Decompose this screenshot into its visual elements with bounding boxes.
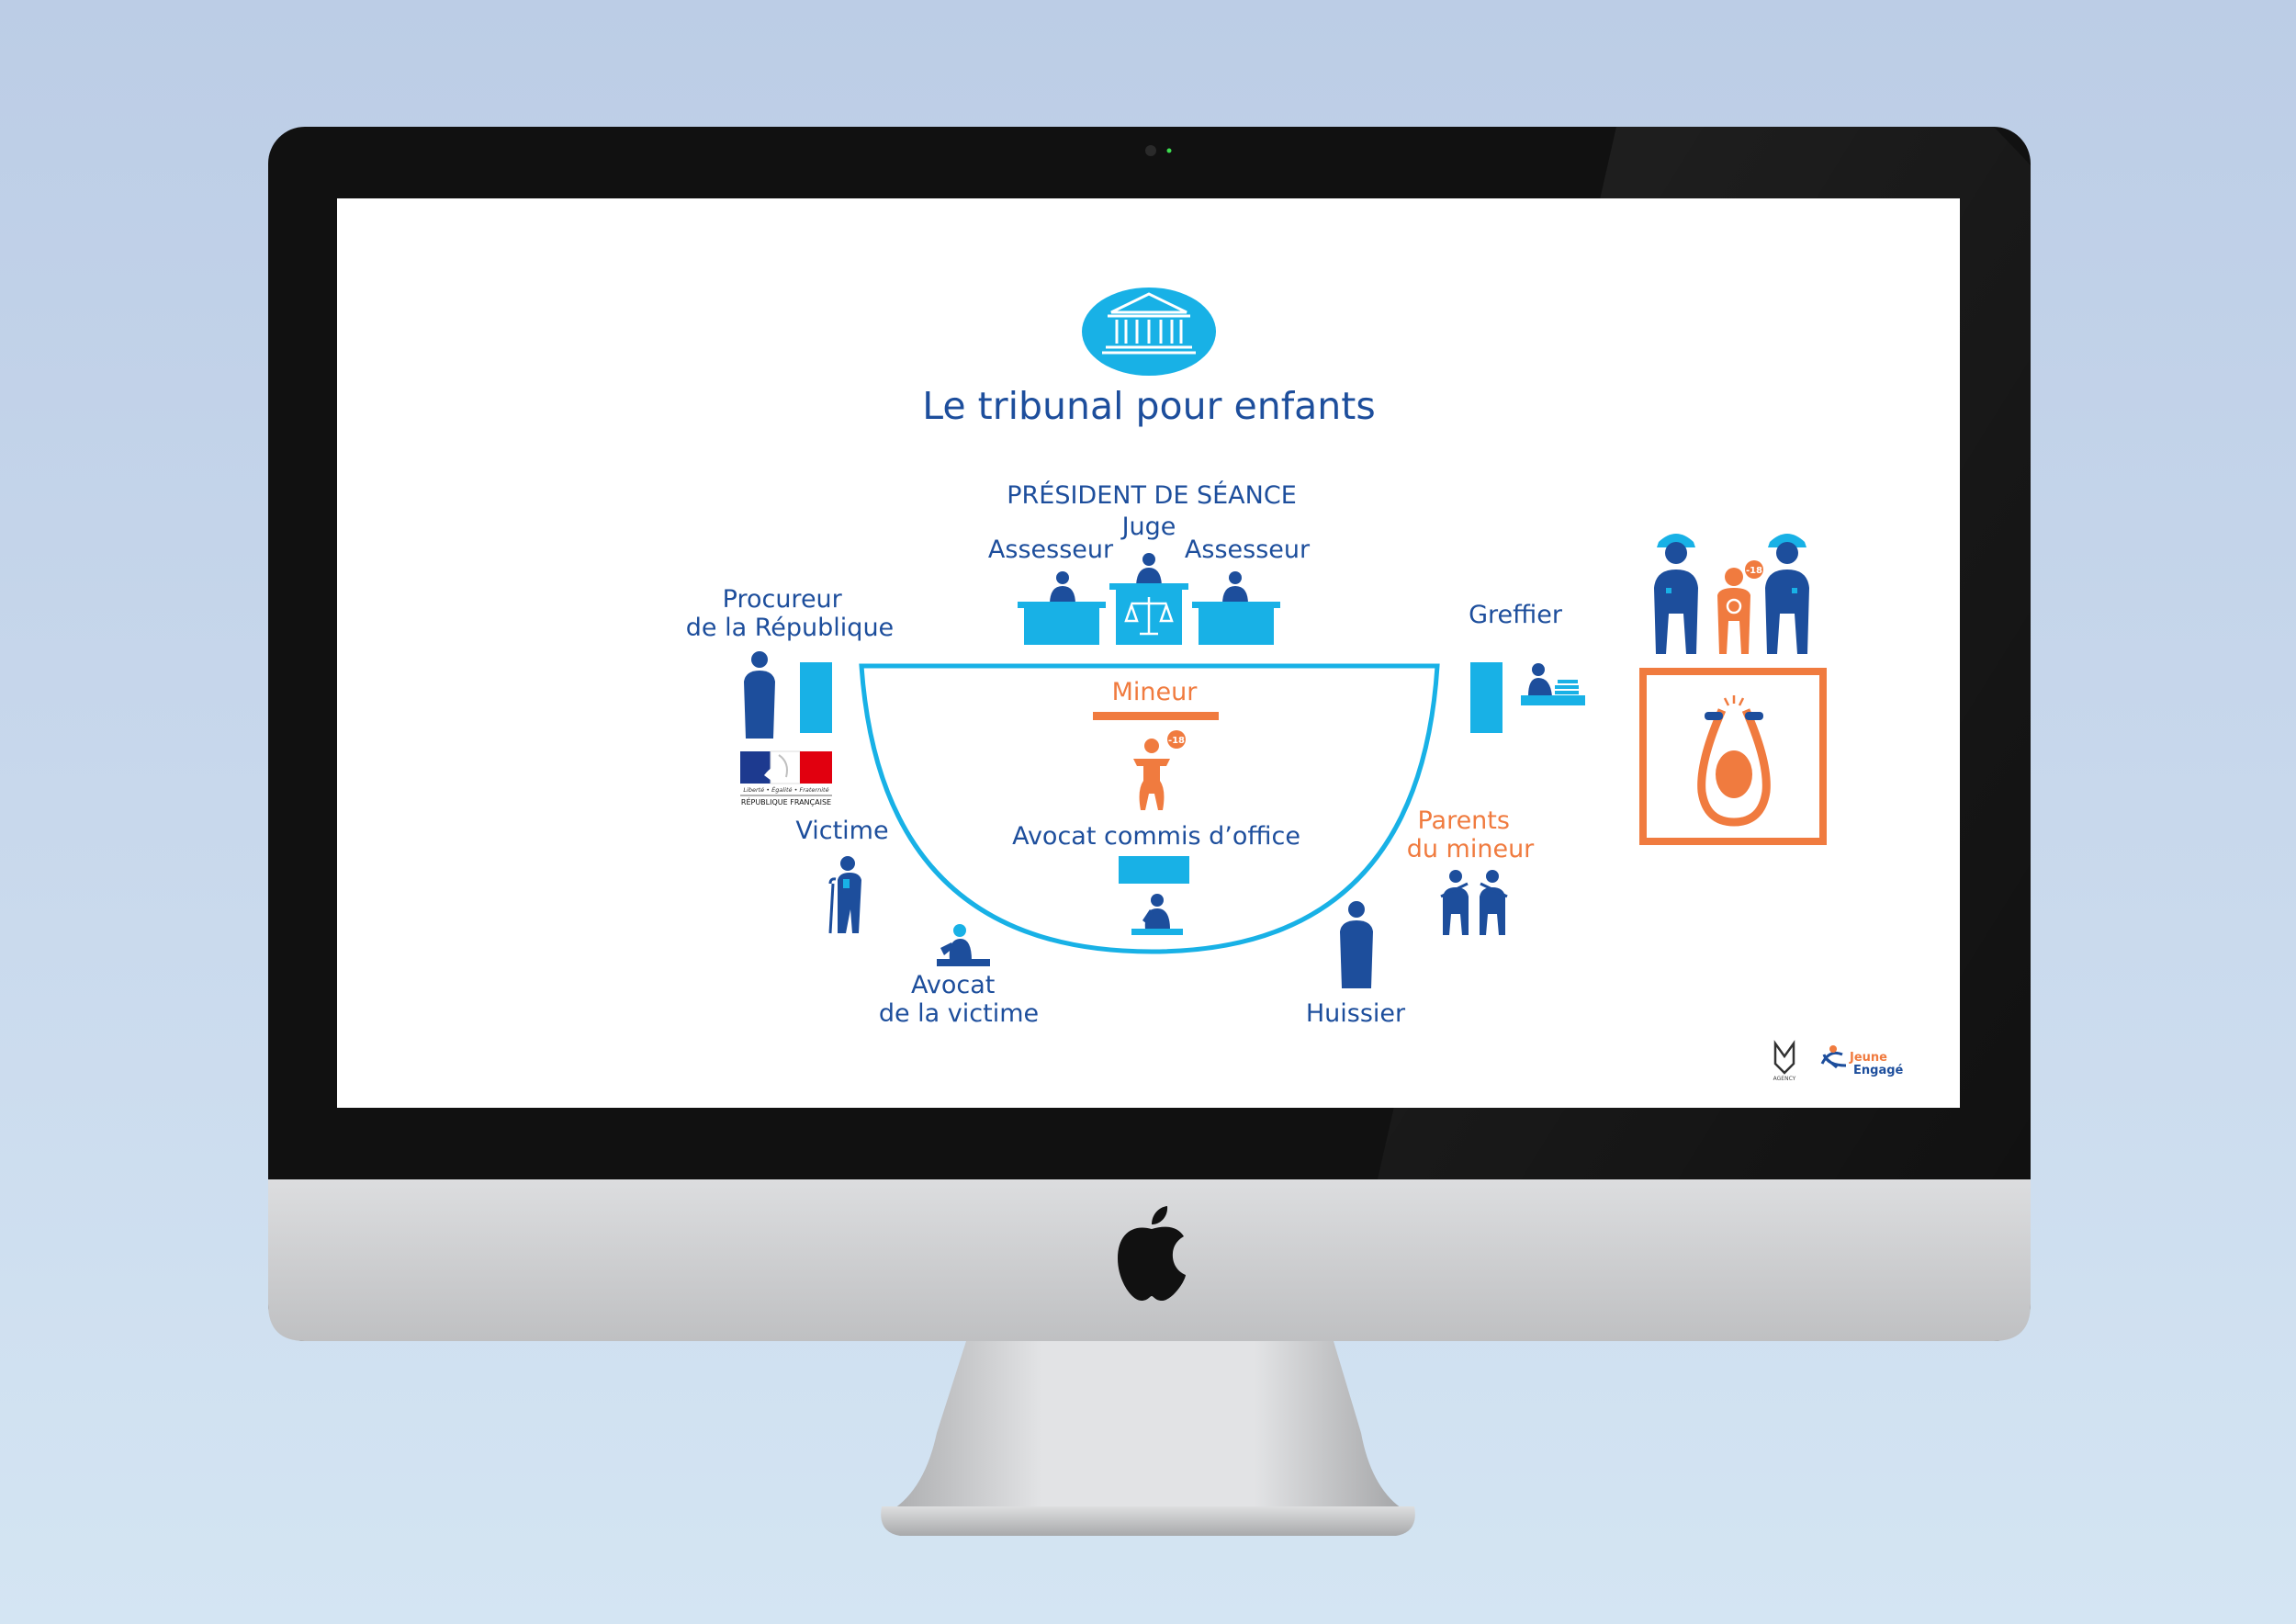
mineur-figure: -18 — [1133, 730, 1186, 810]
avocat-office-figure — [1131, 894, 1183, 935]
screen: Le tribunal pour enfants PRÉSIDENT DE SÉ… — [337, 198, 1960, 1108]
police-escort: -18 — [1654, 534, 1809, 654]
label-avocat-victime: Avocat de la victime — [879, 971, 1039, 1028]
label-avocat-victime-line1: Avocat — [911, 971, 995, 999]
greffier-figure — [1521, 663, 1585, 705]
webcam-icon — [1145, 145, 1156, 156]
parents-figures — [1440, 870, 1508, 935]
huissier-figure — [1340, 901, 1373, 988]
agency-logo-text: AGENCY — [1773, 1076, 1796, 1082]
label-huissier: Huissier — [1306, 999, 1406, 1028]
republique-motto: Liberté • Égalité • Fraternité — [743, 785, 828, 794]
assesseur-right-desk — [1192, 571, 1280, 645]
jeune-engage-figure-icon — [1820, 1051, 1847, 1069]
label-president: PRÉSIDENT DE SÉANCE — [1007, 480, 1297, 510]
page-title: Le tribunal pour enfants — [922, 384, 1375, 428]
label-parents: Parents du mineur — [1407, 806, 1535, 863]
police-officer-right — [1765, 534, 1809, 654]
label-procureur-line2: de la République — [686, 614, 894, 642]
minor-in-custody: -18 — [1717, 560, 1763, 654]
procureur-desk — [800, 662, 832, 733]
procureur-figure — [744, 651, 775, 739]
label-greffier: Greffier — [1469, 601, 1563, 629]
custody-box — [1639, 668, 1827, 845]
avocat-victime-figure — [937, 924, 990, 966]
imac-base — [881, 1506, 1415, 1536]
greffier-desk — [1470, 662, 1503, 733]
mineur-bar — [1093, 712, 1219, 720]
webcam-led-icon — [1166, 148, 1172, 153]
label-juge: Juge — [1120, 513, 1176, 541]
police-officer-left — [1654, 534, 1698, 654]
custody-age-badge-text: -18 — [1746, 566, 1762, 576]
custody-age-badge — [1745, 560, 1763, 579]
agency-logo: AGENCY — [1773, 1040, 1796, 1082]
label-procureur: Procureur de la République — [686, 585, 894, 642]
label-victime: Victime — [795, 817, 888, 845]
assesseur-left-desk — [1018, 571, 1106, 645]
label-assesseur-left: Assesseur — [988, 536, 1114, 564]
minor-age-badge-text: -18 — [1168, 736, 1185, 746]
label-avocat-victime-line2: de la victime — [879, 999, 1039, 1028]
republique-francaise-logo: Liberté • Égalité • Fraternité RÉPUBLIQU… — [740, 750, 832, 806]
police-cap-icon — [1657, 534, 1695, 547]
label-procureur-line1: Procureur — [723, 585, 843, 614]
victime-figure — [828, 856, 861, 934]
juge-desk — [1109, 553, 1188, 645]
jeune-engage-logo: Jeune Engagé — [1820, 1045, 1904, 1077]
walking-cane-icon — [828, 883, 835, 934]
imac-stand — [882, 1341, 1414, 1516]
minor-age-badge — [1167, 730, 1186, 749]
label-mineur: Mineur — [1112, 678, 1199, 706]
police-cap-icon — [1768, 534, 1806, 547]
republique-name: RÉPUBLIQUE FRANÇAISE — [741, 796, 831, 806]
label-parents-line2: du mineur — [1407, 835, 1535, 863]
courthouse-icon — [1102, 292, 1196, 355]
jeune-engage-line2: Engagé — [1853, 1064, 1904, 1077]
label-assesseur-right: Assesseur — [1185, 536, 1311, 564]
label-avocat-office: Avocat commis d’office — [1012, 822, 1300, 851]
courtroom-arc — [859, 663, 1440, 954]
label-parents-line1: Parents — [1417, 806, 1510, 835]
jeune-engage-line1: Jeune — [1849, 1051, 1887, 1065]
scales-of-justice-icon — [1124, 597, 1174, 636]
handcuffs-icon — [1726, 598, 1742, 615]
apple-logo-icon — [1118, 1206, 1186, 1301]
avocat-office-desk — [1119, 856, 1189, 884]
